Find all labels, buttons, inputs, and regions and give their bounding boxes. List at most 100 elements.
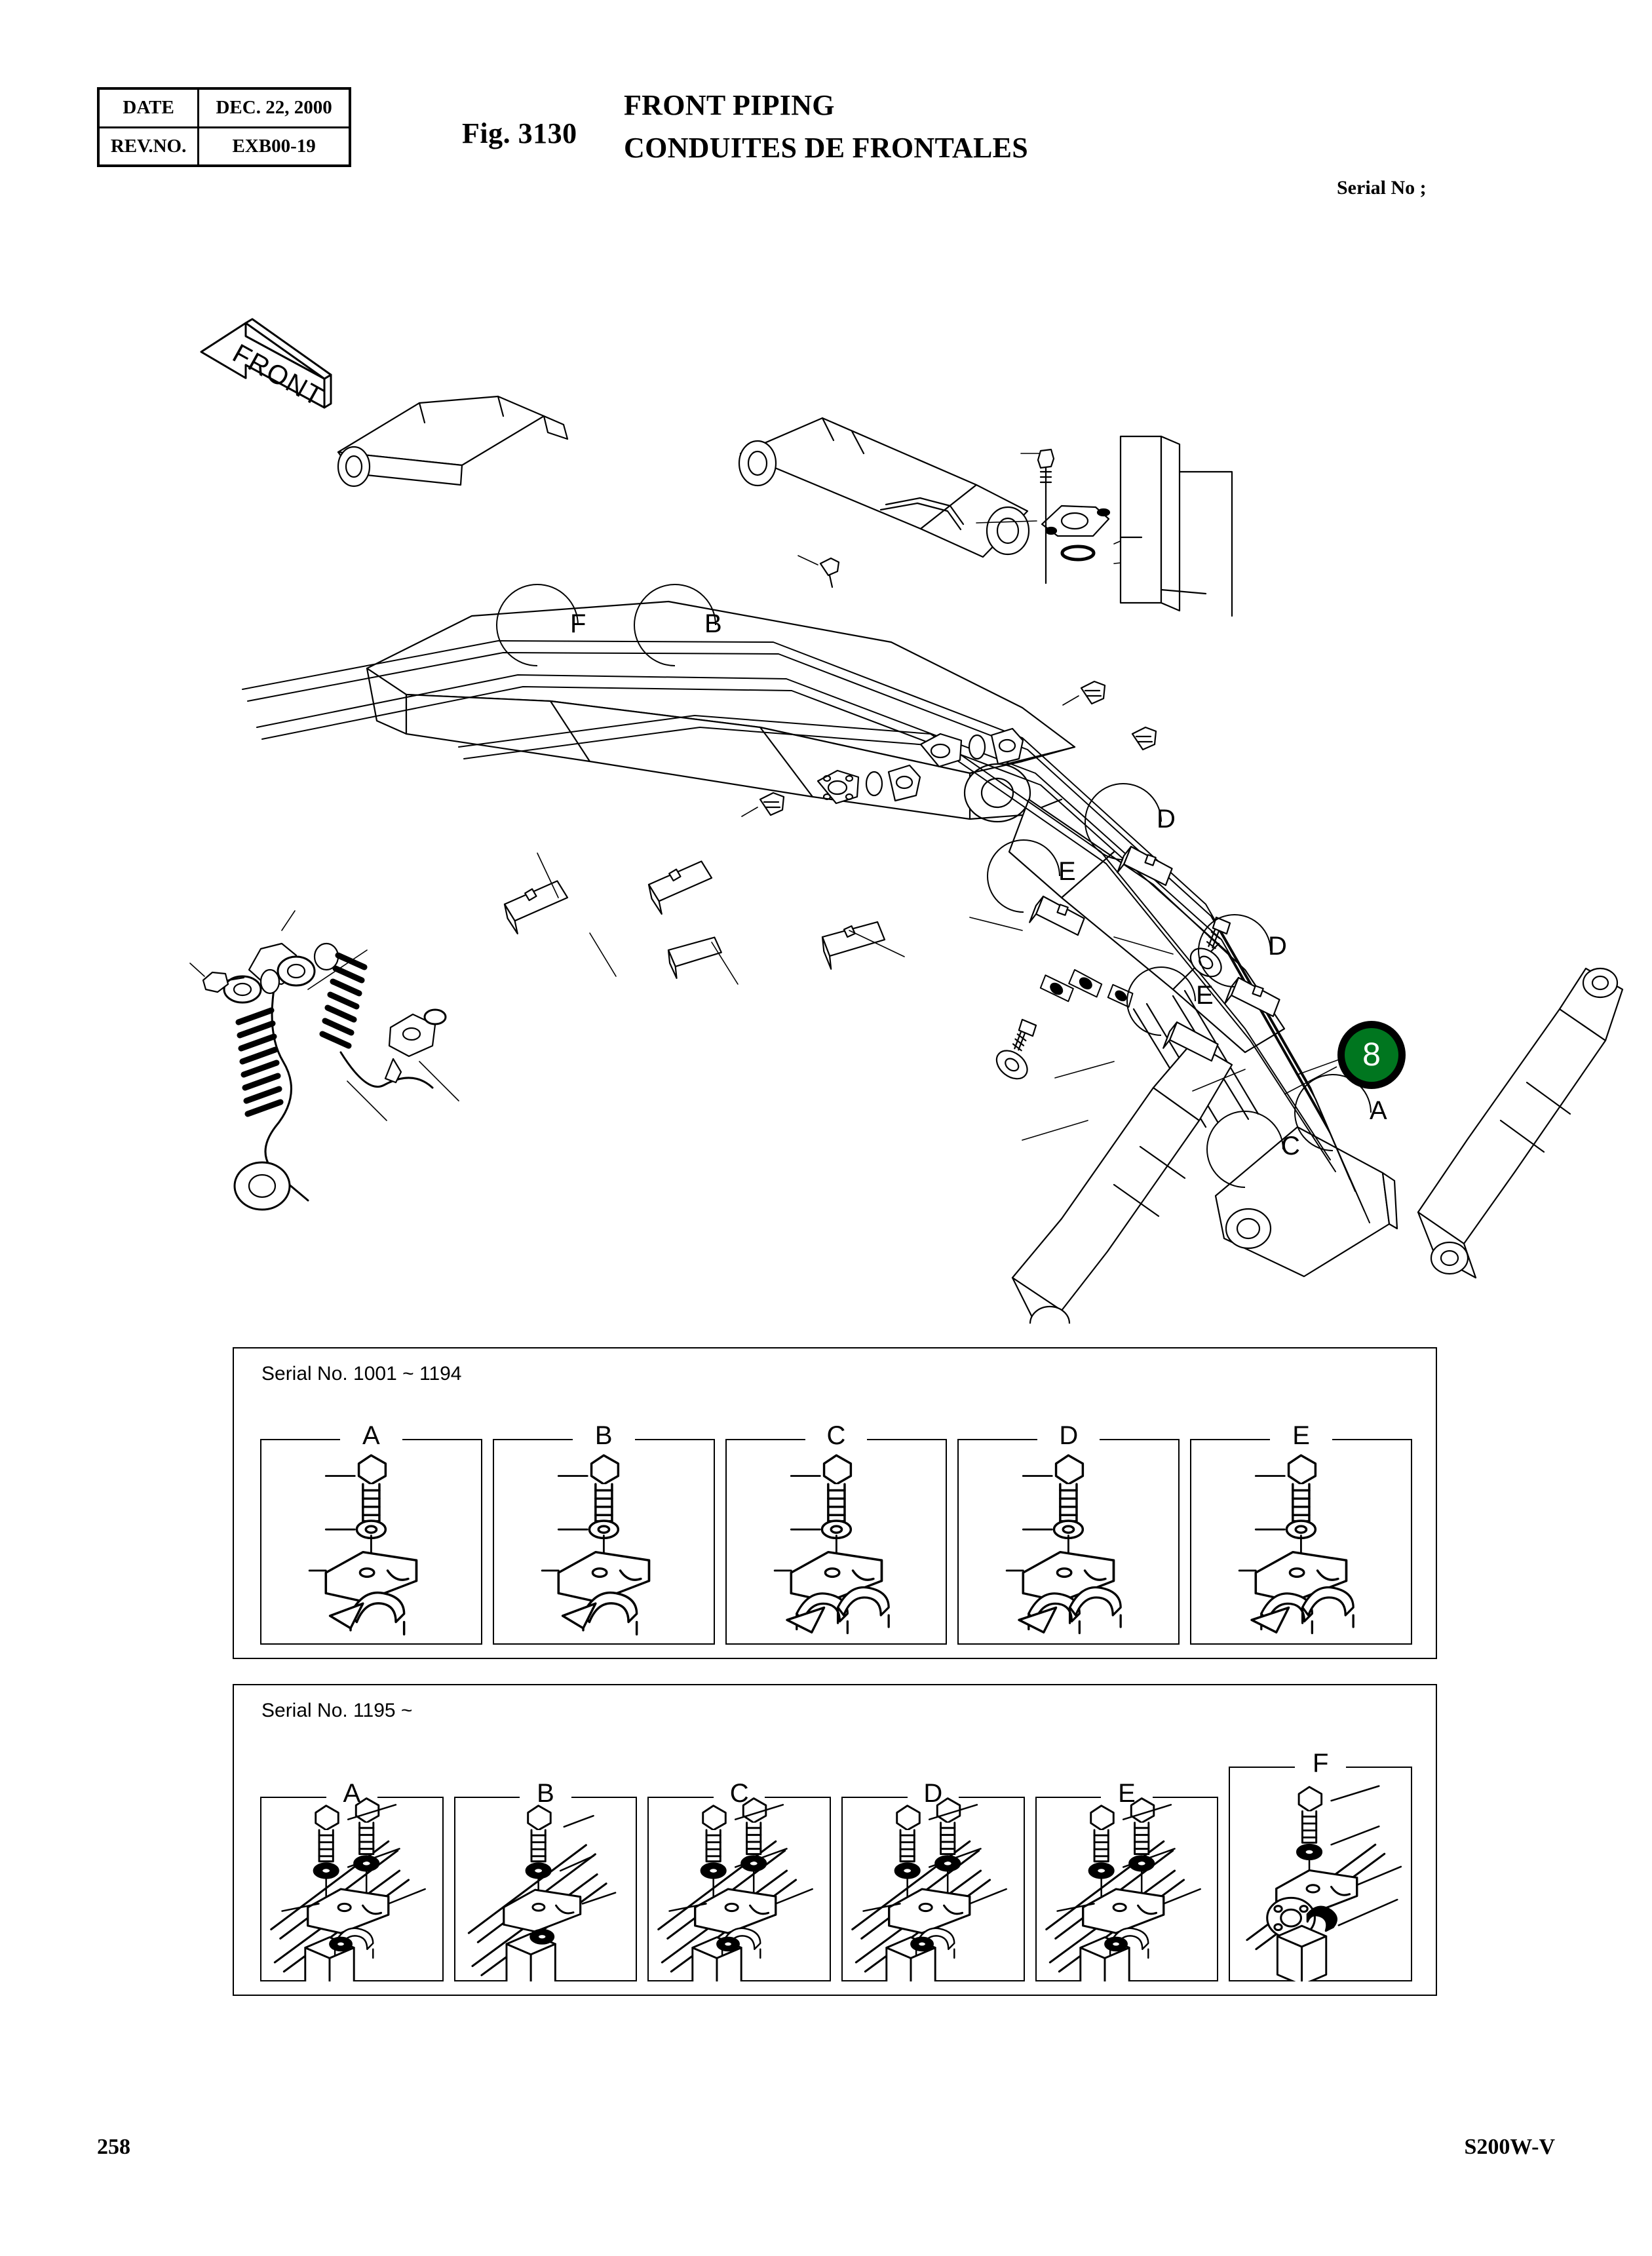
cell-frame <box>1190 1439 1412 1645</box>
cell-exploded-artwork-clamp-single <box>260 1439 482 1645</box>
cell-exploded-artwork-clamp-single <box>493 1439 715 1645</box>
detail-cell-d: D <box>957 1423 1180 1645</box>
cell-exploded-artwork-clamp-double <box>957 1439 1180 1645</box>
cell-rule-right <box>402 1439 482 1440</box>
cell-rule-left <box>957 1439 1038 1440</box>
svg-text:8: 8 <box>1362 1036 1381 1073</box>
cell-letter-label: D <box>1059 1421 1079 1450</box>
header-meta-table: DATE DEC. 22, 2000 REV.NO. EXB00-19 <box>97 87 351 167</box>
callout-letter-d-2: D <box>1157 805 1176 833</box>
panel-1-cell-group: A B <box>234 1348 1436 1658</box>
cell-rule-left <box>725 1439 805 1440</box>
cell-rule-right <box>1100 1439 1180 1440</box>
detail-cell-d: D <box>841 1780 1025 1981</box>
callout-letter-f-0: F <box>570 609 586 638</box>
cell-rule-left <box>260 1797 326 1798</box>
right-bracket-plate <box>1119 435 1233 617</box>
cell-rule-left <box>492 1439 573 1440</box>
cell-rule-right <box>867 1439 948 1440</box>
hydraulic-lines <box>242 640 1370 1223</box>
detail-cell-e: E <box>1035 1780 1219 1981</box>
detail-cell-a: A <box>260 1423 482 1645</box>
cell-rule-left <box>260 1439 340 1440</box>
cell-rule-right <box>634 1439 715 1440</box>
figure-title-french: CONDUITES DE FRONTALES <box>624 132 1029 164</box>
cell-frame <box>957 1439 1180 1645</box>
detail-panel-serial-1001-1194: Serial No. 1001 ~ 1194 A <box>233 1347 1437 1659</box>
cell-exploded-artwork-clamp-flange <box>1229 1767 1412 1981</box>
cell-letter-label: B <box>594 1421 613 1450</box>
upper-mid-cylinder <box>738 417 1180 584</box>
cell-letter-label: F <box>1312 1749 1329 1778</box>
cell-rule-left <box>841 1797 908 1798</box>
cell-letter-label: E <box>1292 1421 1310 1450</box>
front-direction-arrow <box>200 318 332 409</box>
loose-bolt-2 <box>995 1018 1037 1080</box>
cell-exploded-artwork-clamp-bar-single <box>454 1797 638 1981</box>
cell-rule-right <box>765 1797 831 1798</box>
detail-panel-serial-1195-up: Serial No. 1195 ~ <box>233 1684 1437 1996</box>
figure-title-english: FRONT PIPING <box>624 89 835 121</box>
footer-page-number: 258 <box>97 2135 130 2159</box>
cell-exploded-artwork-clamp-double <box>1190 1439 1412 1645</box>
callout-letter-c-7: C <box>1281 1132 1300 1160</box>
cell-exploded-artwork-clamp-bar-double <box>647 1797 831 1981</box>
cell-rule-right <box>1332 1439 1412 1440</box>
detail-cell-a: A <box>260 1780 444 1981</box>
lower-left-cylinder <box>1011 1041 1233 1324</box>
meta-row-revno: REV.NO. EXB00-19 <box>97 126 351 167</box>
callout-letter-b-1: B <box>704 609 722 638</box>
upper-left-cylinder <box>337 395 569 488</box>
detail-cell-b: B <box>492 1423 715 1645</box>
cell-exploded-artwork-clamp-bar-double <box>841 1797 1025 1981</box>
cell-rule-right <box>1152 1797 1219 1798</box>
cell-rule-right <box>571 1797 638 1798</box>
cell-letter-label: A <box>343 1779 361 1808</box>
detail-cell-f: F <box>1229 1750 1412 1981</box>
panel-1-caption: Serial No. 1001 ~ 1194 <box>261 1363 462 1385</box>
cell-letter-label: C <box>729 1779 749 1808</box>
cell-frame <box>1229 1767 1412 1981</box>
left-hose-assembly <box>189 910 459 1211</box>
boom-clamps <box>503 555 1374 1141</box>
meta-label-revno: REV.NO. <box>97 126 200 167</box>
detail-callout-letters: F B D E D E A C <box>570 609 1387 1160</box>
cell-letter-label: D <box>923 1779 943 1808</box>
boom-body <box>366 600 1286 1054</box>
cell-frame <box>492 1439 715 1645</box>
callout-badge-8: 8 <box>1337 1021 1406 1089</box>
cell-rule-left <box>647 1797 714 1798</box>
cell-frame <box>260 1439 482 1645</box>
panel-2-cell-group: A B <box>234 1685 1436 1995</box>
cell-letter-label: B <box>537 1779 554 1808</box>
main-assembly-drawing: FRONT <box>0 275 1652 1324</box>
callout-letter-d-4: D <box>1268 932 1287 961</box>
detail-cell-b: B <box>453 1780 638 1981</box>
detail-cell-e: E <box>1190 1423 1412 1645</box>
detail-cell-c: C <box>647 1780 831 1981</box>
footer-model-name: S200W-V <box>1464 2135 1555 2159</box>
meta-label-date: DATE <box>97 87 200 128</box>
serial-no-label: Serial No ; <box>1337 177 1427 199</box>
right-cylinder <box>1417 967 1624 1279</box>
cell-rule-left <box>453 1797 520 1798</box>
meta-value-revno: EXB00-19 <box>197 126 351 167</box>
callout-letter-a-6: A <box>1370 1096 1387 1125</box>
detail-cell-c: C <box>725 1423 948 1645</box>
cell-exploded-artwork-clamp-bar-double <box>1035 1797 1219 1981</box>
callout-letter-e-3: E <box>1058 857 1076 886</box>
figure-number: Fig. 3130 <box>462 117 577 149</box>
cell-rule-left <box>1190 1439 1271 1440</box>
callout-letter-e-5: E <box>1196 981 1214 1010</box>
cell-rule-right <box>958 1797 1025 1798</box>
cell-frame <box>725 1439 948 1645</box>
panel-2-caption: Serial No. 1195 ~ <box>261 1700 413 1721</box>
cell-letter-label: C <box>826 1421 846 1450</box>
cell-rule-left <box>1229 1767 1295 1768</box>
mid-coupling <box>384 1008 447 1084</box>
cell-exploded-artwork-clamp-bar-double <box>260 1797 444 1981</box>
cell-exploded-artwork-clamp-double <box>725 1439 948 1645</box>
meta-row-date: DATE DEC. 22, 2000 <box>97 87 351 128</box>
meta-value-date: DEC. 22, 2000 <box>197 87 351 128</box>
cell-letter-label: E <box>1118 1779 1136 1808</box>
